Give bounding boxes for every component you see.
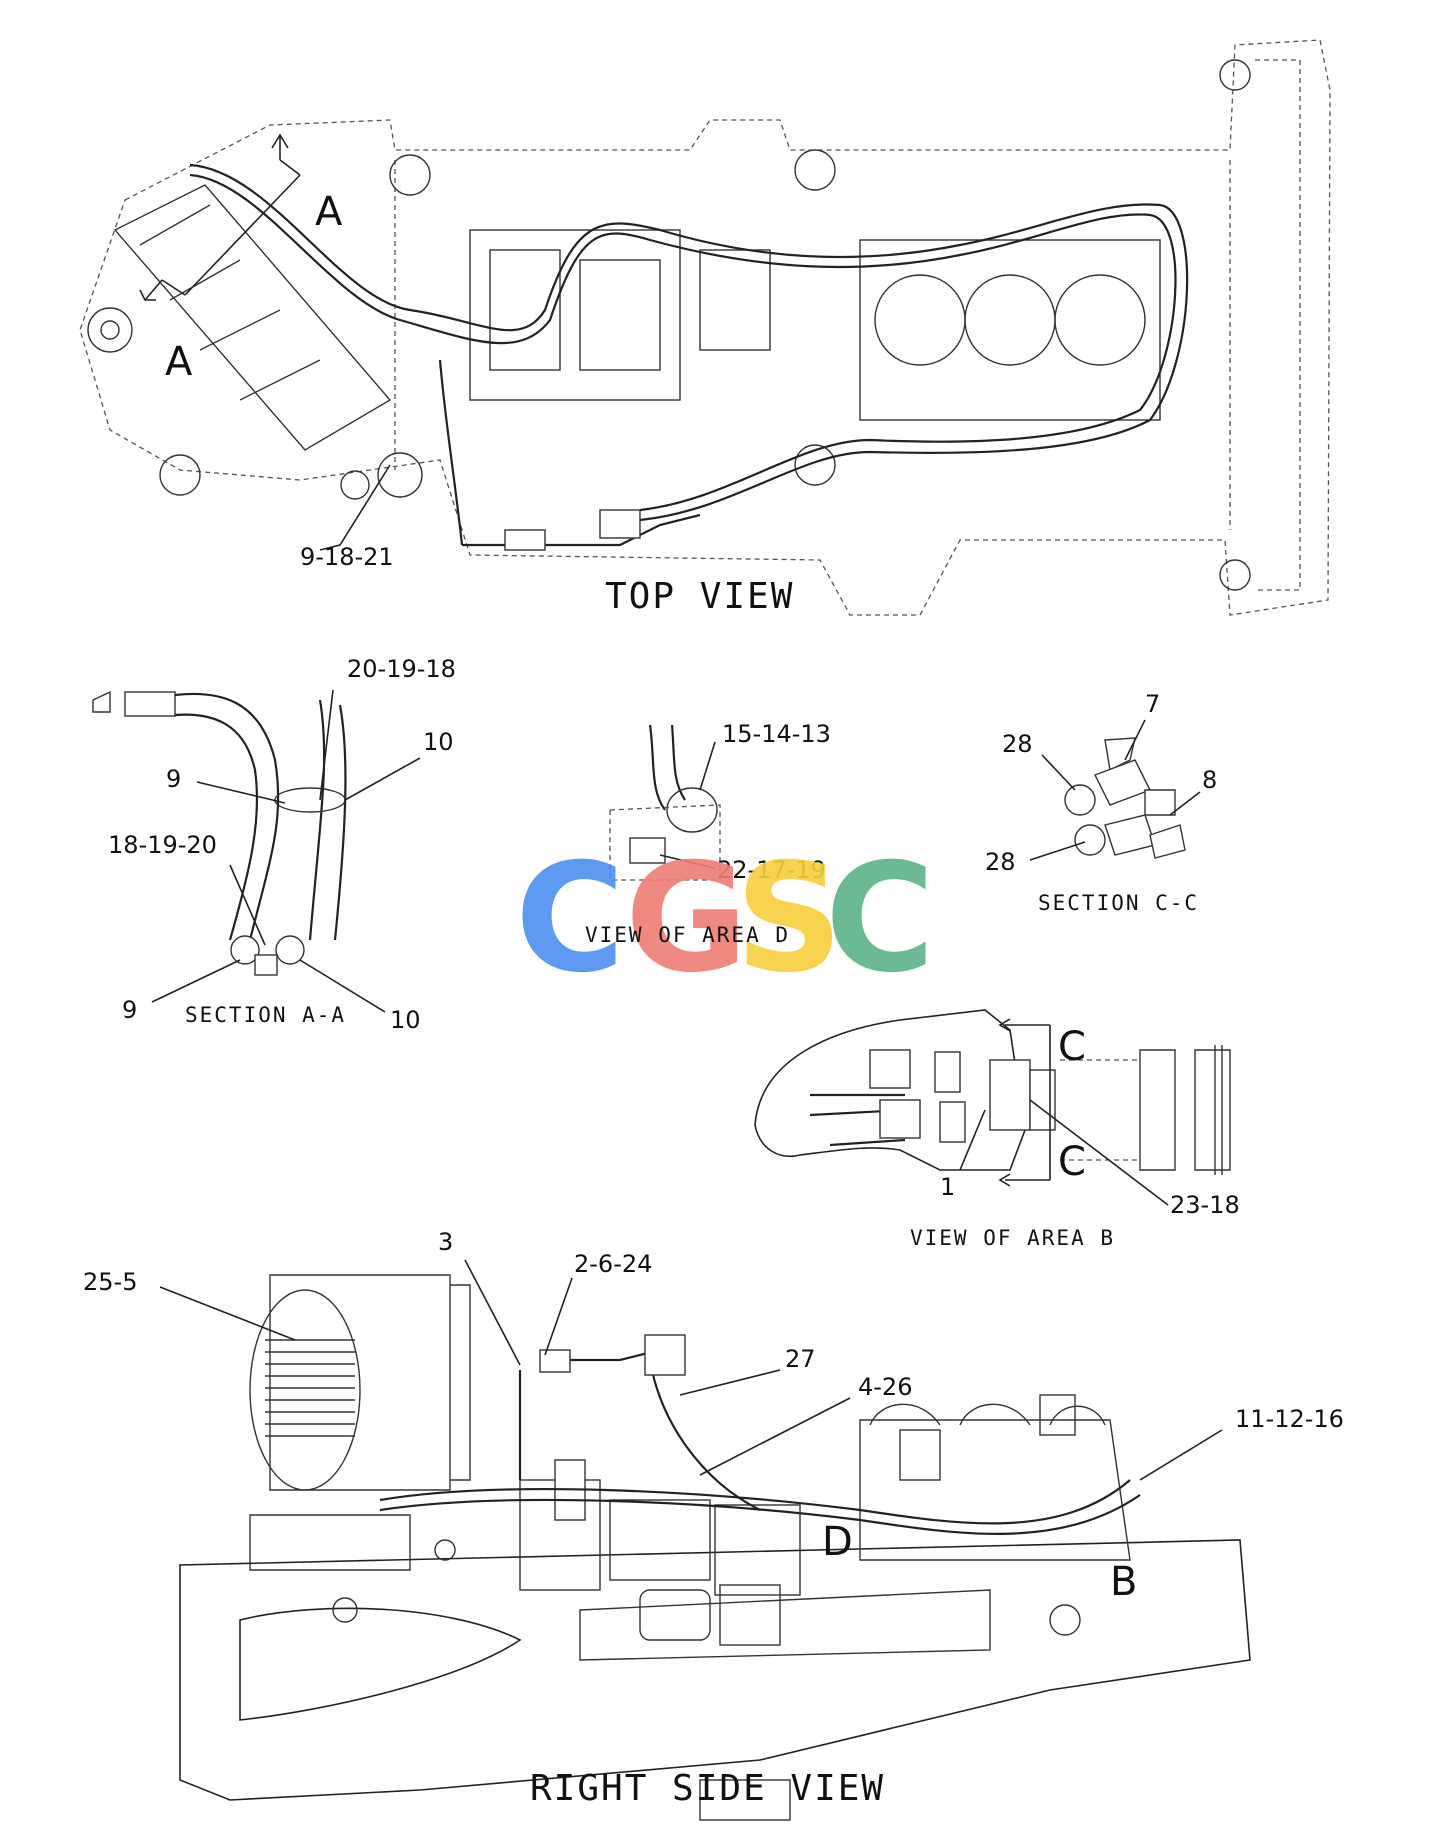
callout-7: 7 [1145,690,1160,718]
callout-3: 3 [438,1228,453,1256]
view-area-d: 15-14-13 22-17-19 [609,720,831,884]
callout-15-14-13: 15-14-13 [722,720,831,748]
watermark-letter-1: C [515,832,625,1006]
right-side-view: D B 25-5 3 2-6-24 27 4-26 11-12-16 RIGHT… [83,1228,1344,1821]
section-a-cut-line [184,174,301,296]
callout-10-bottom: 10 [390,1006,421,1034]
rs-radiator-grille [265,1339,355,1437]
area-b-frame [754,1009,1026,1171]
top-view-frame-outline [79,39,1331,616]
callout-1: 1 [940,1173,955,1201]
section-marker-c-upper: C [1058,1024,1086,1070]
area-d-clamp [666,787,718,833]
watermark-letter-4: C [825,832,935,1006]
section-cc-port-upper [1064,784,1096,816]
section-a-a: 20-19-18 10 9 18-19-20 9 10 SECTION A-A [92,655,456,1034]
callout-28-bottom: 28 [985,848,1016,876]
callout-25-5: 25-5 [83,1268,137,1296]
section-cc-port-lower [1074,824,1106,856]
callout-11-12-16: 11-12-16 [1235,1405,1344,1433]
section-aa-clamp-right [275,935,305,965]
callout-8: 8 [1202,766,1217,794]
section-marker-b: B [1110,1559,1137,1605]
callout-20-19-18: 20-19-18 [347,655,456,683]
rs-fan-shroud [249,1289,361,1491]
section-a-arrow-upper [271,133,289,160]
section-marker-a-upper: A [315,189,343,235]
section-marker-c-lower: C [1058,1139,1086,1185]
area-b-right-bracket [1139,1049,1231,1171]
section-aa-connector [92,690,111,713]
top-view-title: TOP VIEW [605,576,794,617]
area-b-title: VIEW OF AREA B [910,1226,1115,1250]
section-a-arrow-lower [139,279,163,301]
section-aa-hose-outer [174,692,280,941]
callout-4-26: 4-26 [858,1373,912,1401]
section-aa-clamp-left [230,935,260,965]
callout-2-6-24: 2-6-24 [574,1250,652,1278]
section-aa-hose-inner [308,699,326,941]
transmission-block [469,229,681,401]
view-area-b: C C 1 23-18 VIEW OF AREA B [754,1009,1240,1250]
engine-block [859,239,1161,421]
section-cc-fitting-upper [1104,737,1136,772]
callout-9-bottom: 9 [122,996,137,1024]
section-aa-clip-upper [274,787,346,813]
area-d-bracket [609,804,721,881]
callout-9-18-21: 9-18-21 [300,543,394,571]
callout-18-19-20: 18-19-20 [108,831,217,859]
section-c-c: 7 8 28 28 SECTION C-C [985,690,1217,915]
callout-27: 27 [785,1345,816,1373]
rs-radiator [269,1274,451,1491]
callout-10-top: 10 [423,728,454,756]
right-side-view-title: RIGHT SIDE VIEW [530,1768,885,1809]
watermark: C G S C [515,832,935,1006]
callout-22-17-19: 22-17-19 [717,856,826,884]
top-view: A A 9-18-21 TOP VIEW [79,39,1331,617]
callout-28-top: 28 [1002,730,1033,758]
rs-main-frame [179,1539,1251,1801]
section-marker-a-lower: A [165,339,193,385]
area-d-hose [648,724,666,811]
watermark-letter-3: S [735,832,843,1006]
top-view-frame-inner [394,59,1301,591]
callout-23-18: 23-18 [1170,1191,1240,1219]
top-view-hose-main [189,173,1177,512]
section-marker-d: D [822,1519,853,1565]
section-cc-title: SECTION C-C [1038,891,1199,915]
section-aa-title: SECTION A-A [185,1003,346,1027]
watermark-letter-2: G [625,832,748,1006]
rs-hose-main [379,1479,1131,1525]
callout-9-top: 9 [166,765,181,793]
radiator-assembly [113,184,392,451]
area-d-title: VIEW OF AREA D [585,923,790,947]
